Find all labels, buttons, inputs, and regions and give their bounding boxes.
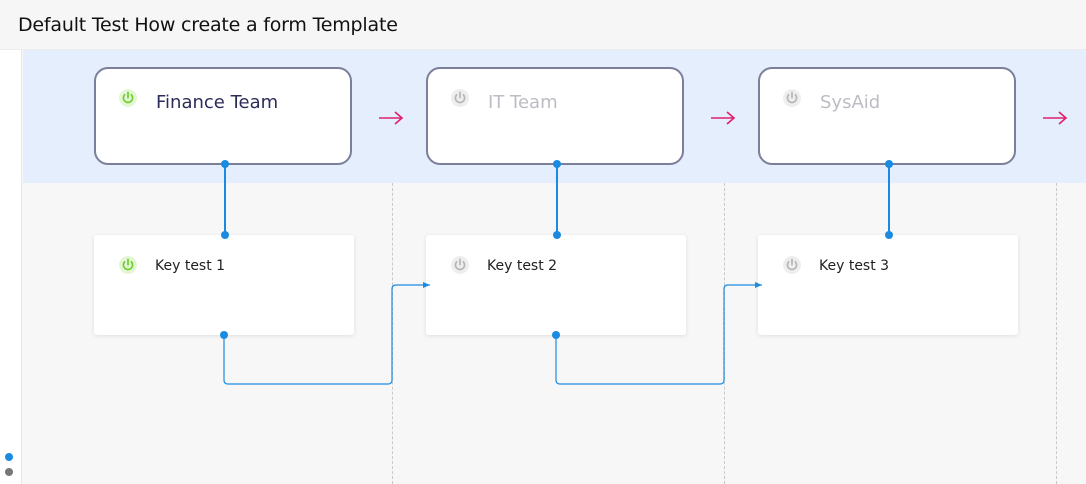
step-label: Key test 1 (155, 258, 226, 274)
arrow-right-icon (378, 108, 404, 133)
arrow-right-icon (710, 108, 736, 133)
step-label: Key test 2 (487, 258, 558, 274)
team-name: Finance Team (156, 92, 279, 113)
step-label: Key test 3 (819, 258, 890, 274)
step-card-key-test-2[interactable]: Key test 2 (426, 235, 686, 335)
lane-divider (392, 183, 393, 484)
team-name: IT Team (488, 92, 558, 113)
lane-divider (724, 183, 725, 484)
rail-dot-active[interactable] (5, 453, 13, 461)
team-name: SysAid (820, 92, 881, 113)
power-icon (118, 255, 138, 275)
team-card-it[interactable]: IT Team (426, 67, 684, 165)
header-bar: Default Test How create a form Template (0, 0, 1086, 50)
power-icon (118, 88, 138, 108)
arrow-right-icon (1042, 108, 1068, 133)
power-icon (782, 255, 802, 275)
left-rail (0, 50, 22, 484)
power-icon (450, 88, 470, 108)
team-card-finance[interactable]: Finance Team (94, 67, 352, 165)
power-icon (450, 255, 470, 275)
page-title: Default Test How create a form Template (18, 14, 398, 36)
rail-dot-inactive[interactable] (5, 468, 13, 476)
lane-divider (1056, 183, 1057, 484)
team-card-sysaid[interactable]: SysAid (758, 67, 1016, 165)
step-card-key-test-1[interactable]: Key test 1 (94, 235, 354, 335)
step-card-key-test-3[interactable]: Key test 3 (758, 235, 1018, 335)
power-icon (782, 88, 802, 108)
